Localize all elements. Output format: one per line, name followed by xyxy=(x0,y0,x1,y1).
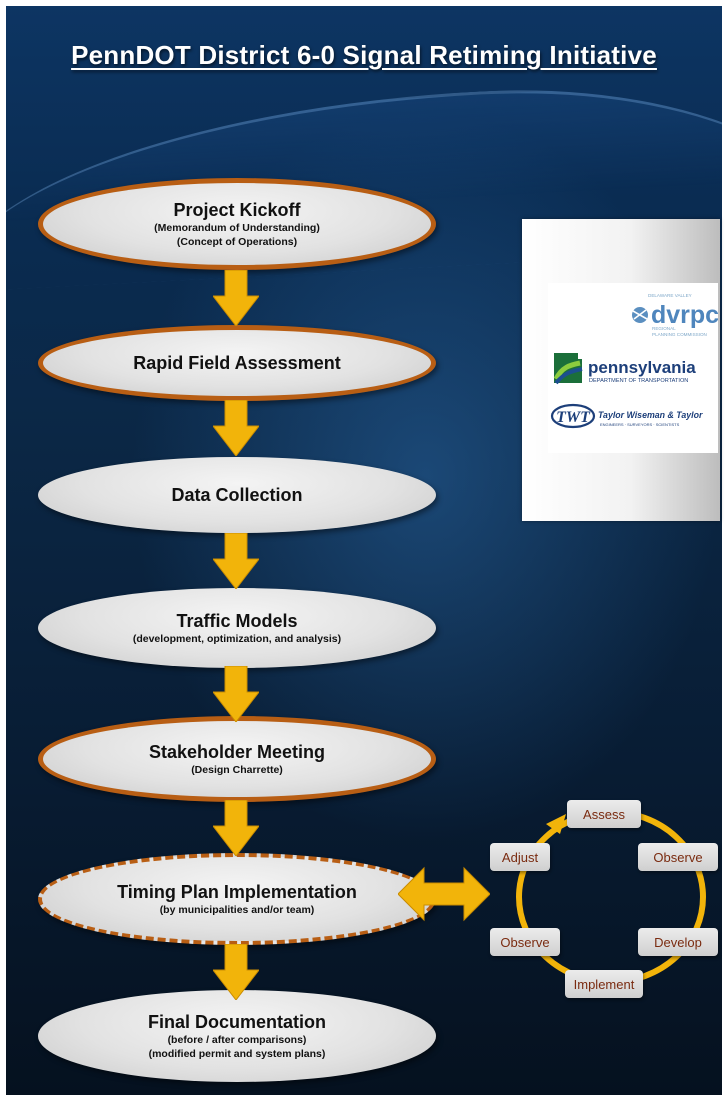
step-title: Final Documentation xyxy=(147,1012,326,1032)
step-rapid-field-assessment: Rapid Field Assessment xyxy=(38,325,436,401)
step-title: Timing Plan Implementation xyxy=(117,882,357,902)
down-arrow-icon xyxy=(213,270,259,326)
dvrpc-top-text: DELAWARE VALLEY xyxy=(648,293,692,298)
step-title: Project Kickoff xyxy=(173,200,301,220)
down-arrow-icon xyxy=(213,400,259,456)
down-arrow-icon xyxy=(213,800,259,856)
step-project-kickoff: Project Kickoff (Memorandum of Understan… xyxy=(38,178,436,270)
twt-logo: TWT Taylor Wiseman & Taylor ENGINEERS · … xyxy=(550,403,703,429)
penndot-name-text: pennsylvania xyxy=(588,358,696,377)
step-subtitle: (development, optimization, and analysis… xyxy=(132,633,342,645)
step-subtitle: (before / after comparisons) xyxy=(167,1034,307,1046)
cycle-step-adjust: Adjust xyxy=(490,843,550,871)
down-arrow-icon xyxy=(213,666,259,722)
twt-name-text: Taylor Wiseman & Taylor xyxy=(598,410,703,420)
dvrpc-logo: DELAWARE VALLEY dvrpc REGIONAL PLANNING … xyxy=(632,293,718,337)
down-arrow-icon xyxy=(213,533,259,589)
step-subtitle: (Design Charrette) xyxy=(191,764,283,776)
diagram-title: PennDOT District 6-0 Signal Retiming Ini… xyxy=(71,40,657,70)
logo-card: DELAWARE VALLEY dvrpc REGIONAL PLANNING … xyxy=(548,283,718,453)
step-subtitle: (Concept of Operations) xyxy=(176,236,298,248)
step-stakeholder-meeting: Stakeholder Meeting (Design Charrette) xyxy=(38,716,436,802)
double-arrow-icon xyxy=(398,866,490,922)
step-final-documentation: Final Documentation (before / after comp… xyxy=(38,990,436,1082)
step-subtitle: (modified permit and system plans) xyxy=(148,1048,326,1060)
partner-logo-panel: DELAWARE VALLEY dvrpc REGIONAL PLANNING … xyxy=(522,219,720,521)
cycle-diagram: Assess Observe Develop Implement Observe… xyxy=(488,796,722,1004)
step-title: Data Collection xyxy=(171,485,303,505)
dvrpc-bottom-text: PLANNING COMMISSION xyxy=(652,332,707,337)
cycle-step-observe: Observe xyxy=(638,843,718,871)
cycle-step-observe: Observe xyxy=(490,928,560,956)
step-subtitle: (Memorandum of Understanding) xyxy=(154,222,320,234)
dvrpc-bottom-text: REGIONAL xyxy=(652,326,676,331)
twt-sub-text: ENGINEERS · SURVEYORS · SCIENTISTS xyxy=(600,422,680,427)
step-title: Traffic Models xyxy=(176,611,298,631)
step-traffic-models: Traffic Models (development, optimizatio… xyxy=(38,588,436,668)
down-arrow-icon xyxy=(213,944,259,1000)
step-timing-plan-implementation: Timing Plan Implementation (by municipal… xyxy=(38,853,436,945)
cycle-step-assess: Assess xyxy=(567,800,641,828)
penndot-sub-text: DEPARTMENT OF TRANSPORTATION xyxy=(589,378,688,384)
cycle-step-develop: Develop xyxy=(638,928,718,956)
penndot-logo: pennsylvania DEPARTMENT OF TRANSPORTATIO… xyxy=(553,353,696,385)
dvrpc-name-text: dvrpc xyxy=(651,301,718,329)
step-data-collection: Data Collection xyxy=(38,457,436,533)
twt-mark-text: TWT xyxy=(556,409,591,426)
cycle-step-implement: Implement xyxy=(565,970,643,998)
step-title: Stakeholder Meeting xyxy=(148,742,326,762)
step-title: Rapid Field Assessment xyxy=(133,353,341,373)
step-subtitle: (by municipalities and/or team) xyxy=(159,904,315,916)
